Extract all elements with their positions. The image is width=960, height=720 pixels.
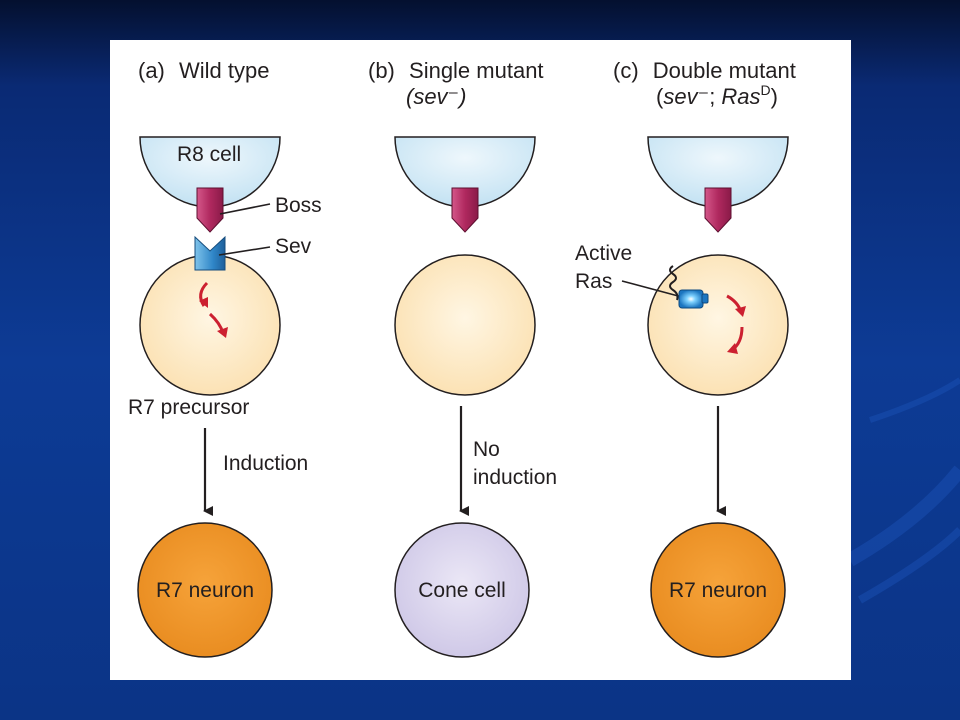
- panel-b-tag: (b): [368, 58, 395, 83]
- ras-membrane-anchor: [669, 265, 679, 301]
- panel-b-title: Single mutant: [409, 58, 544, 83]
- r7-precursor-cell: [139, 254, 281, 396]
- r7-neuron-cell-a: [137, 522, 273, 658]
- active-ras-label-line1: Active: [575, 242, 632, 265]
- genotype-sep: ;: [709, 84, 721, 109]
- boss-label: Boss: [275, 194, 322, 217]
- panel-b-heading: (b) Single mutant: [368, 58, 544, 83]
- panel-b-genotype: (sev⁻): [406, 84, 467, 109]
- panel-a-title: Wild type: [179, 58, 269, 83]
- cone-cell: [394, 522, 530, 658]
- genotype-open: (: [656, 84, 664, 109]
- signal-arrow-icon-c: [726, 294, 746, 354]
- decorative-swoosh: [846, 377, 960, 604]
- panel-c-heading: (c) Double mutant: [613, 58, 796, 83]
- cone-cell-label: Cone cell: [418, 579, 506, 602]
- boss-ligand-icon-b: [451, 187, 479, 233]
- r7-precursor-cell-b: [394, 254, 536, 396]
- panel-b-single-mutant: (b) Single mutant (sev⁻) No induction Co…: [368, 58, 557, 658]
- r7-neuron-label-a: R7 neuron: [156, 579, 254, 602]
- induction-diagram: (a) Wild type R8 cell Boss Sev: [128, 58, 796, 658]
- active-ras-icon: [678, 289, 709, 309]
- panel-c-double-mutant: (c) Double mutant (sev⁻; RasD) Active Ra…: [575, 58, 796, 658]
- boss-leader-line: [219, 203, 271, 215]
- boss-ligand-icon-c: [704, 187, 732, 233]
- genotype-close: ): [771, 84, 778, 109]
- genotype-sev: sev⁻: [663, 84, 709, 109]
- panel-c-genotype: (sev⁻; RasD): [656, 82, 778, 109]
- r7-neuron-cell-c: [650, 522, 786, 658]
- figure-panel: (a) Wild type R8 cell Boss Sev: [110, 40, 851, 680]
- panel-c-tag: (c): [613, 58, 639, 83]
- active-ras-leader-line: [621, 280, 683, 298]
- r8-cell-label: R8 cell: [177, 143, 241, 166]
- r7-precursor-cell-c: [647, 254, 789, 396]
- no-induction-label-line1: No: [473, 438, 500, 461]
- boss-ligand-icon: [196, 187, 224, 233]
- genotype-ras: Ras: [721, 84, 760, 109]
- sev-receptor-icon: [194, 235, 226, 271]
- panel-a-wild-type: (a) Wild type R8 cell Boss Sev: [128, 58, 322, 658]
- panel-a-tag: (a): [138, 58, 165, 83]
- active-ras-label-line2: Ras: [575, 270, 612, 293]
- no-induction-label-line2: induction: [473, 466, 557, 489]
- r7-precursor-label: R7 precursor: [128, 396, 249, 419]
- induction-label: Induction: [223, 452, 308, 475]
- r7-neuron-label-c: R7 neuron: [669, 579, 767, 602]
- genotype-sup: D: [761, 82, 771, 98]
- signal-arrow-icon: [199, 281, 228, 338]
- panel-a-heading: (a) Wild type: [138, 58, 270, 83]
- sev-leader-line: [218, 246, 271, 256]
- panel-c-title: Double mutant: [653, 58, 796, 83]
- sev-label: Sev: [275, 235, 312, 258]
